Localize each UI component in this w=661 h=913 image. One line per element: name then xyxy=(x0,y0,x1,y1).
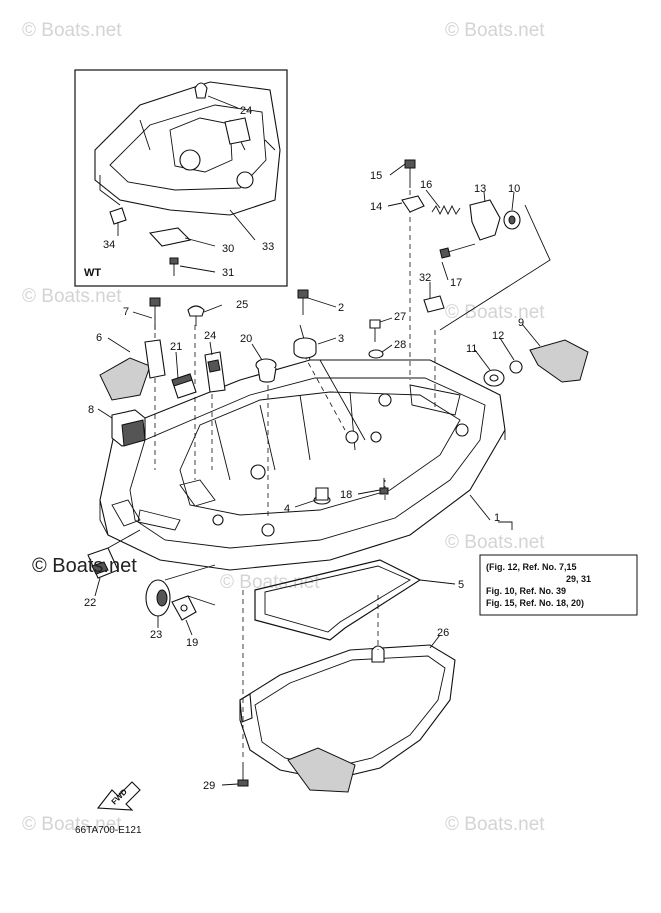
part-label-22: 22 xyxy=(84,597,96,609)
part-23-grommet xyxy=(145,579,171,617)
reference-line: Fig. 10, Ref. No. 39 xyxy=(486,586,566,596)
part-10-collar xyxy=(503,210,521,230)
part-8-block xyxy=(111,409,146,447)
reference-line: Fig. 15, Ref. No. 18, 20) xyxy=(486,598,584,608)
part-24-link xyxy=(204,351,226,393)
part-label-33: 33 xyxy=(262,241,274,253)
under-cover xyxy=(239,644,456,793)
drawing-code: 66TA700-E121 xyxy=(75,825,142,836)
part-label-26: 26 xyxy=(437,627,449,639)
inset-label: WT xyxy=(84,267,101,279)
part-label-27: 27 xyxy=(394,311,406,323)
part-label-4: 4 xyxy=(284,503,290,515)
part-label-1: 1 xyxy=(494,512,500,524)
watermark: © Boats.net xyxy=(445,302,545,323)
inset-wt-detail xyxy=(74,69,288,287)
part-label-34: 34 xyxy=(103,239,115,251)
part-4-stud xyxy=(313,487,331,505)
part-label-2: 2 xyxy=(338,302,344,314)
part-32-pad xyxy=(423,295,445,313)
part-label-8: 8 xyxy=(88,404,94,416)
watermark: © Boats.net xyxy=(445,814,545,835)
part-18-screw xyxy=(379,478,389,495)
reference-line: (Fig. 12, Ref. No. 7,15 xyxy=(486,562,577,572)
part-27-bolt xyxy=(369,319,381,342)
fwd-arrow-icon: FWD xyxy=(96,781,141,811)
part-6-lever xyxy=(99,339,166,401)
part-19-plate xyxy=(171,595,197,621)
seal xyxy=(254,559,422,641)
watermark: © Boats.net xyxy=(220,572,320,593)
part-labels: 1 2 3 4 5 6 7 8 9 10 11 12 13 14 15 16 1… xyxy=(84,105,524,792)
part-label-10: 10 xyxy=(508,183,520,195)
part-label-24-inset: 24 xyxy=(240,105,252,117)
part-label-32: 32 xyxy=(419,272,431,284)
part-label-21: 21 xyxy=(170,341,182,353)
watermark: © Boats.net xyxy=(445,532,545,553)
part-11-collar xyxy=(483,369,505,387)
part-label-9: 9 xyxy=(518,317,524,329)
part-label-28: 28 xyxy=(394,339,406,351)
part-13-bracket xyxy=(469,199,501,241)
part-label-25: 25 xyxy=(236,299,248,311)
part-label-31: 31 xyxy=(222,267,234,279)
part-label-13: 13 xyxy=(474,183,486,195)
part-label-14: 14 xyxy=(370,201,382,213)
part-label-3: 3 xyxy=(338,333,344,345)
part-29-bolt xyxy=(237,762,249,787)
part-15-bolt xyxy=(404,159,416,188)
part-25-clip xyxy=(187,305,205,326)
part-17-screw xyxy=(439,243,476,259)
part-label-29: 29 xyxy=(203,780,215,792)
part-label-5: 5 xyxy=(458,579,464,591)
watermark: © Boats.net xyxy=(22,814,122,835)
part-label-19: 19 xyxy=(186,637,198,649)
part-16-spring xyxy=(431,204,461,216)
part-label-30: 30 xyxy=(222,243,234,255)
part-7-bolt xyxy=(149,297,161,330)
part-2-bolt xyxy=(297,289,309,315)
part-label-7: 7 xyxy=(123,306,129,318)
part-20-grommet xyxy=(255,358,277,383)
part-label-20: 20 xyxy=(240,333,252,345)
part-label-17: 17 xyxy=(450,277,462,289)
part-label-11: 11 xyxy=(466,343,477,355)
part-28-washer xyxy=(368,349,384,359)
part-label-15: 15 xyxy=(370,170,382,182)
watermark: © Boats.net xyxy=(22,286,122,307)
reference-line: 29, 31 xyxy=(566,574,591,584)
part-label-6: 6 xyxy=(96,332,102,344)
part-22-cap xyxy=(87,547,119,579)
part-21-cap xyxy=(171,373,197,399)
part-3-grommet xyxy=(293,337,317,359)
part-14-clip xyxy=(401,195,425,213)
part-label-24: 24 xyxy=(204,330,216,342)
reference-note-box: (Fig. 12, Ref. No. 7,15 29, 31 Fig. 10, … xyxy=(479,554,638,616)
part-label-23: 23 xyxy=(150,629,162,641)
part-12-nut xyxy=(509,360,523,374)
part-label-16: 16 xyxy=(420,179,432,191)
part-9-lever xyxy=(529,339,589,383)
part-label-12: 12 xyxy=(492,330,504,342)
part-label-18: 18 xyxy=(340,489,352,501)
watermark: © Boats.net xyxy=(22,20,122,41)
bold-watermark: © Boats.net xyxy=(32,555,137,577)
watermark: © Boats.net xyxy=(445,20,545,41)
